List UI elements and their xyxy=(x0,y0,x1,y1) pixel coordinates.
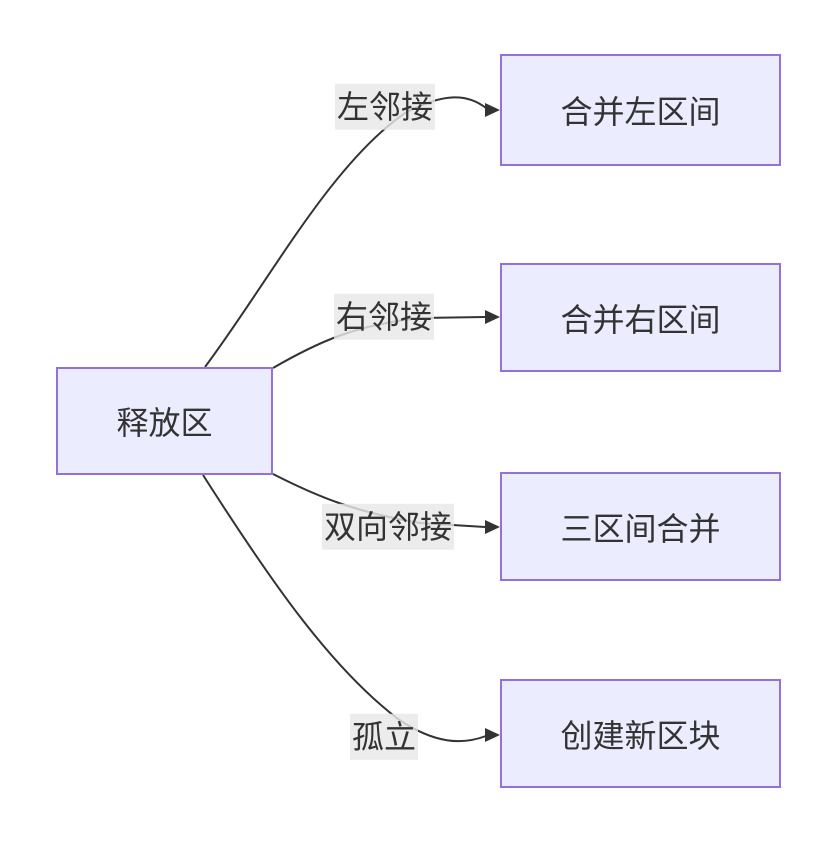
node-release-area: 释放区 xyxy=(56,367,273,475)
node-three-interval-merge: 三区间合并 xyxy=(500,472,781,581)
node-label: 合并右区间 xyxy=(560,301,721,338)
node-merge-left-interval: 合并左区间 xyxy=(500,54,781,166)
node-label: 创建新区块 xyxy=(560,717,721,754)
edge-label-both-adjacent: 双向邻接 xyxy=(321,503,455,551)
edge-isolated xyxy=(202,474,487,743)
node-label: 释放区 xyxy=(116,405,213,441)
edge-label-left-adjacent: 左邻接 xyxy=(334,83,436,131)
arrowhead-icon xyxy=(485,520,500,534)
edge-label-right-adjacent: 右邻接 xyxy=(333,293,435,341)
node-create-new-block: 创建新区块 xyxy=(500,679,781,788)
arrowhead-icon xyxy=(485,728,500,742)
arrowhead-icon xyxy=(485,103,500,117)
node-label: 合并左区间 xyxy=(560,94,721,130)
arrowhead-icon xyxy=(485,310,500,324)
node-label: 三区间合并 xyxy=(560,510,721,547)
edge-left-adjacent xyxy=(204,96,487,368)
edge-label-isolated: 孤立 xyxy=(349,713,419,761)
node-merge-right-interval: 合并右区间 xyxy=(500,263,781,372)
